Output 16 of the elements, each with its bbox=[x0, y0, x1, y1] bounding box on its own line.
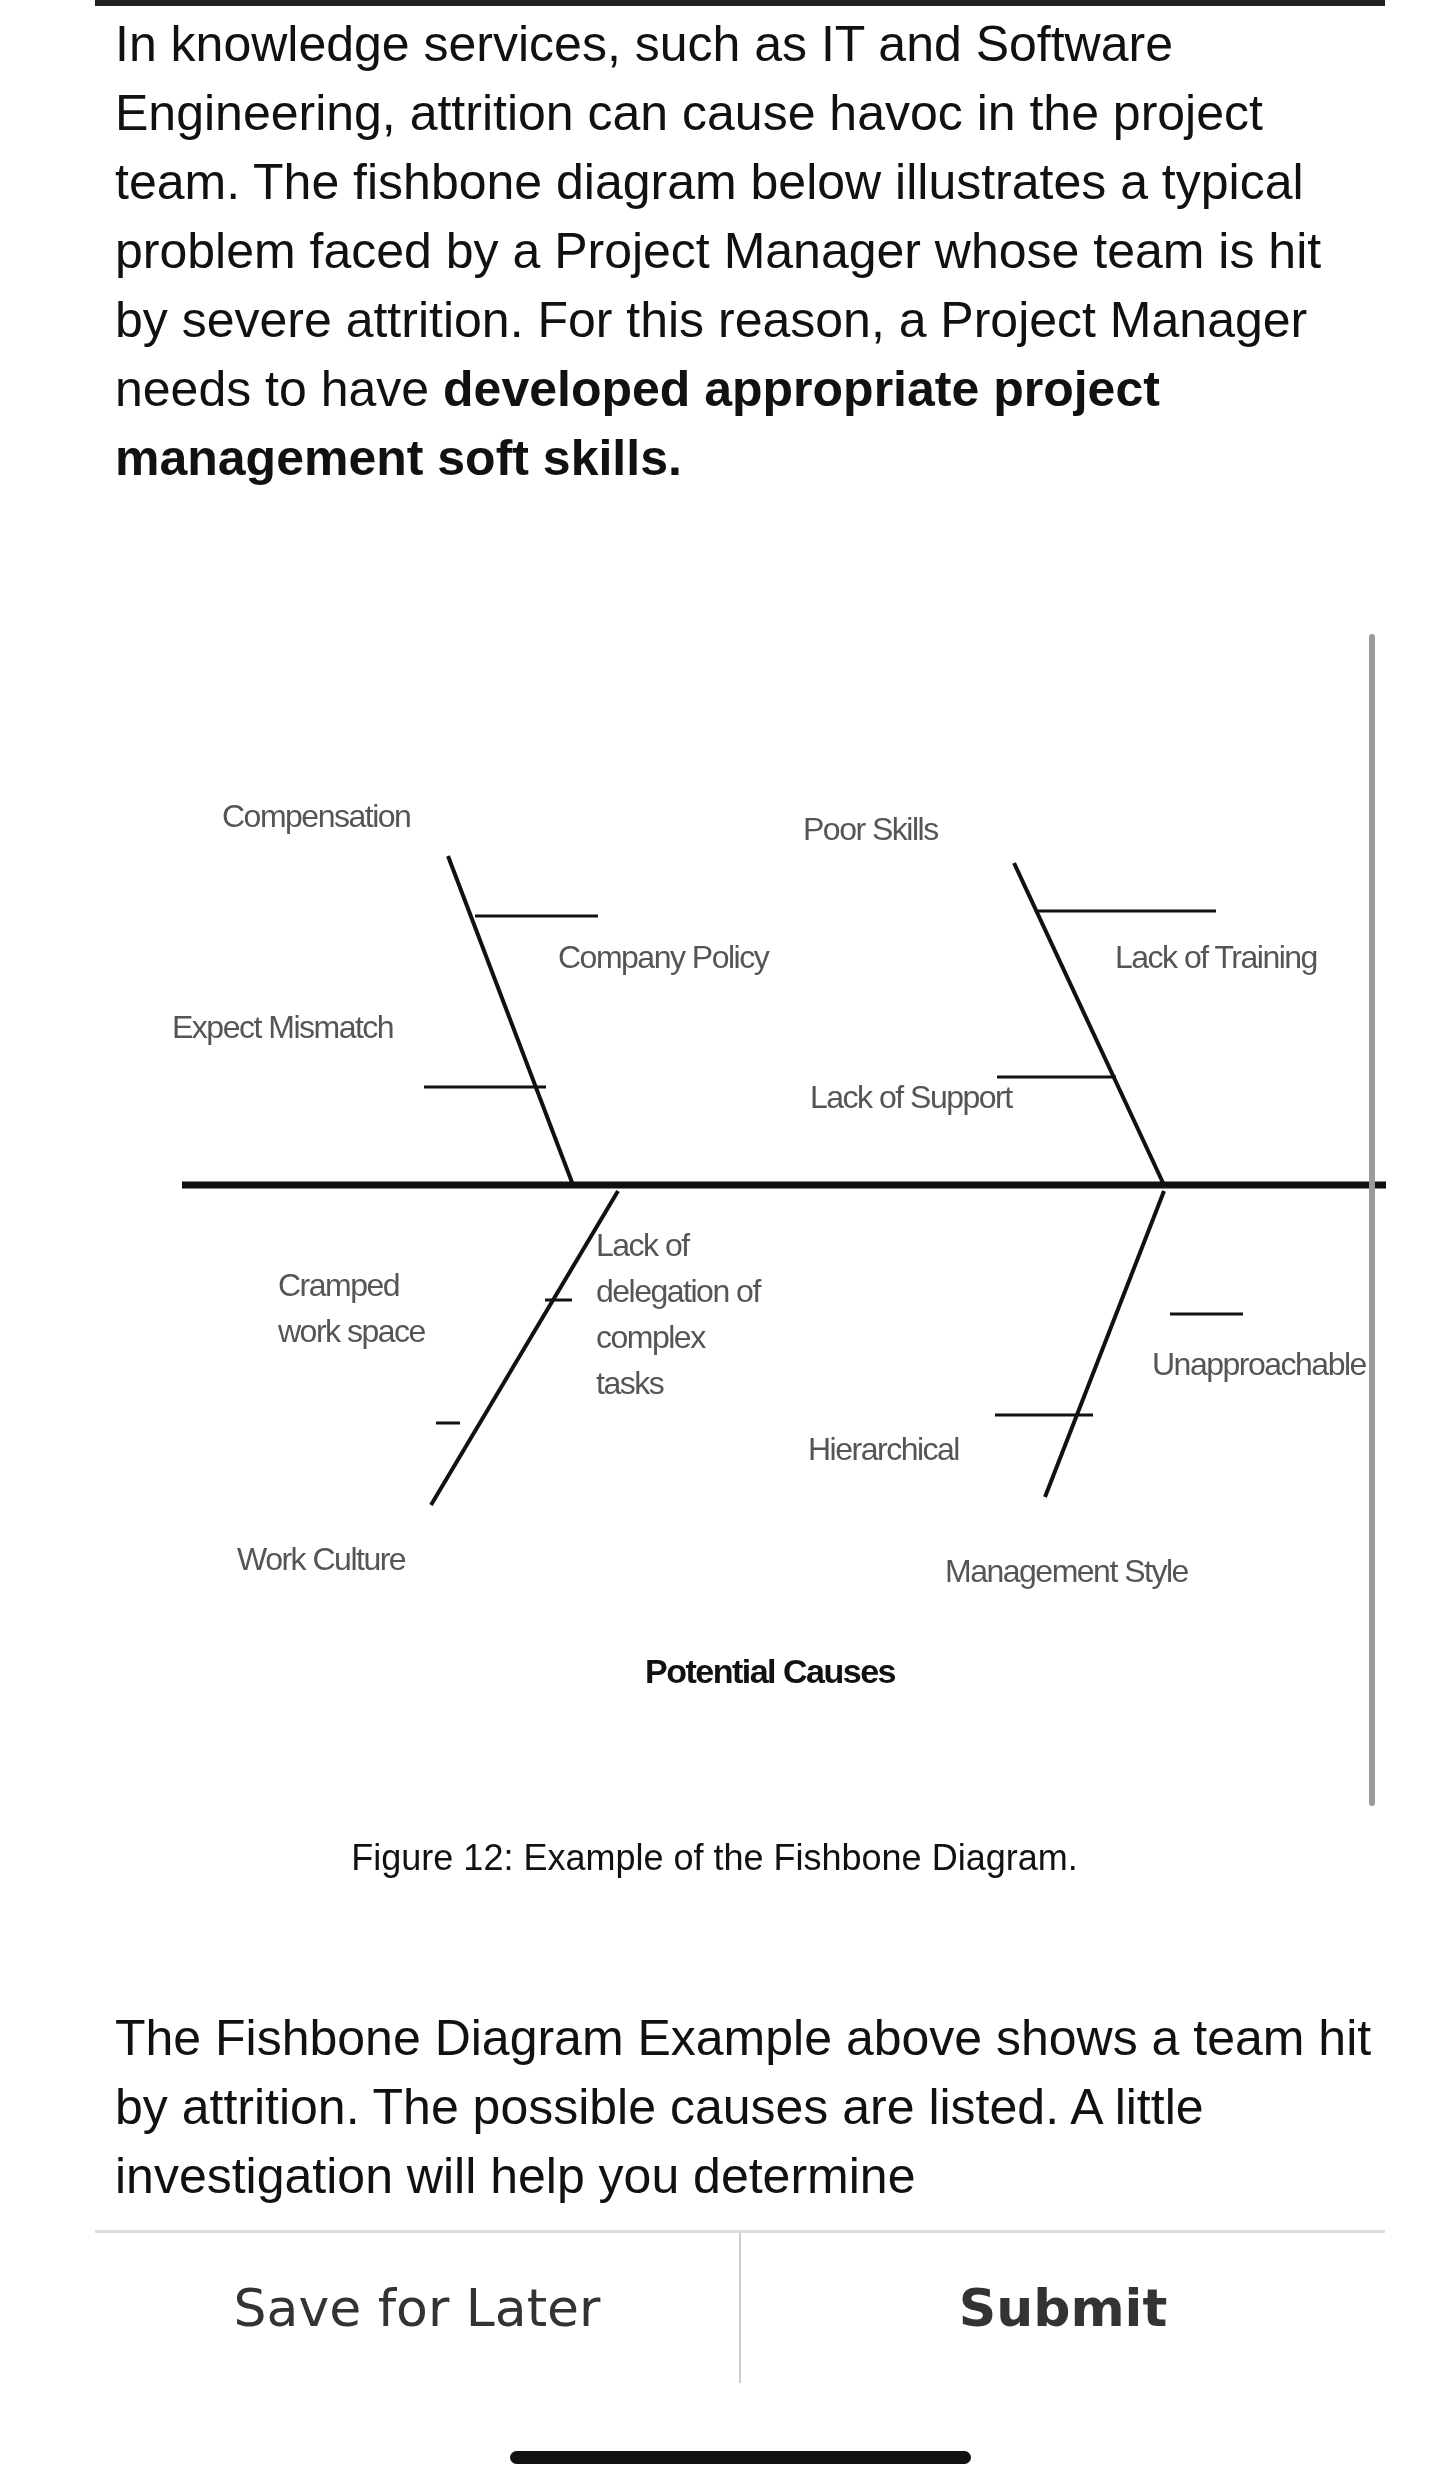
category-label: Company Policy bbox=[558, 938, 769, 976]
cause-label: Expect Mismatch bbox=[172, 1008, 394, 1046]
category-label: Management Style bbox=[945, 1552, 1188, 1590]
cause-label: Lack of delegation of complex tasks bbox=[596, 1226, 762, 1403]
intro-paragraph: In knowledge services, such as IT and Software Engineering, attrition can cause havoc in the project team. The fishbone diagram below illustrates a typical problem faced by a Project Manager whose team is hit by severe attrition. For this reason, a Project Manager needs to have developed appropriate project management soft skills. bbox=[115, 15, 1323, 488]
cause-label: Lack of Training bbox=[1115, 938, 1317, 976]
diagram-heading: Potential Causes bbox=[645, 1652, 895, 1690]
cause-label: Hierarchical bbox=[808, 1430, 959, 1468]
cause-label: Cramped work space bbox=[278, 1266, 426, 1351]
cause-label: Lack of Support bbox=[810, 1078, 1012, 1116]
cause-label: Poor Skills bbox=[803, 810, 938, 848]
cause-label: Unapproachable bbox=[1152, 1345, 1366, 1383]
cause-label: Compensation bbox=[222, 797, 411, 835]
figure-caption: Figure 12: Example of the Fishbone Diagram. bbox=[350, 1836, 1079, 1880]
category-label: Work Culture bbox=[237, 1540, 406, 1578]
body-paragraph: The Fishbone Diagram Example above shows a team hit by attrition. The possible causes are listed. A little investigation will help you determine bbox=[115, 2009, 1373, 2206]
